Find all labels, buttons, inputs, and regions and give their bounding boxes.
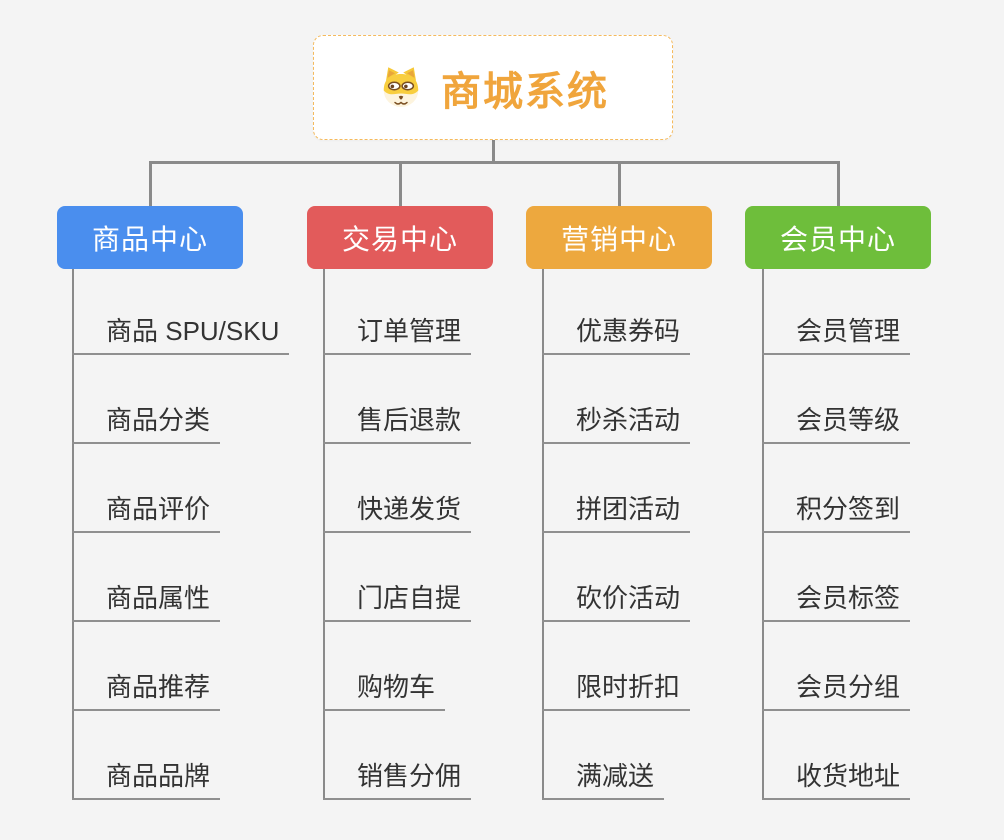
sub-item[interactable]: 商品分类 bbox=[72, 404, 221, 444]
root-node[interactable]: 商城系统 bbox=[313, 35, 673, 140]
connector-drop bbox=[618, 161, 621, 207]
sub-item[interactable]: 订单管理 bbox=[323, 315, 472, 355]
branch-spine bbox=[72, 269, 74, 800]
sub-item[interactable]: 会员分组 bbox=[762, 671, 911, 711]
sub-item[interactable]: 商品 SPU/SKU bbox=[72, 315, 290, 355]
connector-bus bbox=[149, 161, 840, 164]
connector-drop bbox=[149, 161, 152, 207]
branch-spine bbox=[323, 269, 325, 800]
sub-item[interactable]: 满减送 bbox=[542, 760, 665, 800]
sub-item[interactable]: 限时折扣 bbox=[542, 671, 691, 711]
sub-item[interactable]: 积分签到 bbox=[762, 493, 911, 533]
branch-node-marketing-center[interactable]: 营销中心 bbox=[526, 206, 712, 269]
sub-item[interactable]: 拼团活动 bbox=[542, 493, 691, 533]
sub-item[interactable]: 商品评价 bbox=[72, 493, 221, 533]
sub-item[interactable]: 会员等级 bbox=[762, 404, 911, 444]
sub-item[interactable]: 商品推荐 bbox=[72, 671, 221, 711]
sub-item[interactable]: 售后退款 bbox=[323, 404, 472, 444]
sub-item[interactable]: 会员管理 bbox=[762, 315, 911, 355]
sub-item[interactable]: 优惠券码 bbox=[542, 315, 691, 355]
branch-node-product-center[interactable]: 商品中心 bbox=[57, 206, 243, 269]
branch-spine bbox=[762, 269, 764, 800]
sub-item[interactable]: 门店自提 bbox=[323, 582, 472, 622]
root-title: 商城系统 bbox=[441, 69, 609, 114]
sub-item[interactable]: 快递发货 bbox=[323, 493, 472, 533]
sub-item[interactable]: 秒杀活动 bbox=[542, 404, 691, 444]
sub-item[interactable]: 砍价活动 bbox=[542, 582, 691, 622]
sub-item[interactable]: 会员标签 bbox=[762, 582, 911, 622]
sub-item[interactable]: 销售分佣 bbox=[323, 760, 472, 800]
connector-drop bbox=[837, 161, 840, 207]
sub-item[interactable]: 商品品牌 bbox=[72, 760, 221, 800]
branch-node-member-center[interactable]: 会员中心 bbox=[745, 206, 931, 269]
branch-node-trade-center[interactable]: 交易中心 bbox=[307, 206, 493, 269]
sub-item[interactable]: 收货地址 bbox=[762, 760, 911, 800]
sub-item[interactable]: 商品属性 bbox=[72, 582, 221, 622]
dog-face-icon bbox=[377, 65, 425, 110]
connector-drop bbox=[399, 161, 402, 207]
sub-item[interactable]: 购物车 bbox=[323, 671, 446, 711]
branch-spine bbox=[542, 269, 544, 800]
connector-root-drop bbox=[492, 140, 495, 162]
